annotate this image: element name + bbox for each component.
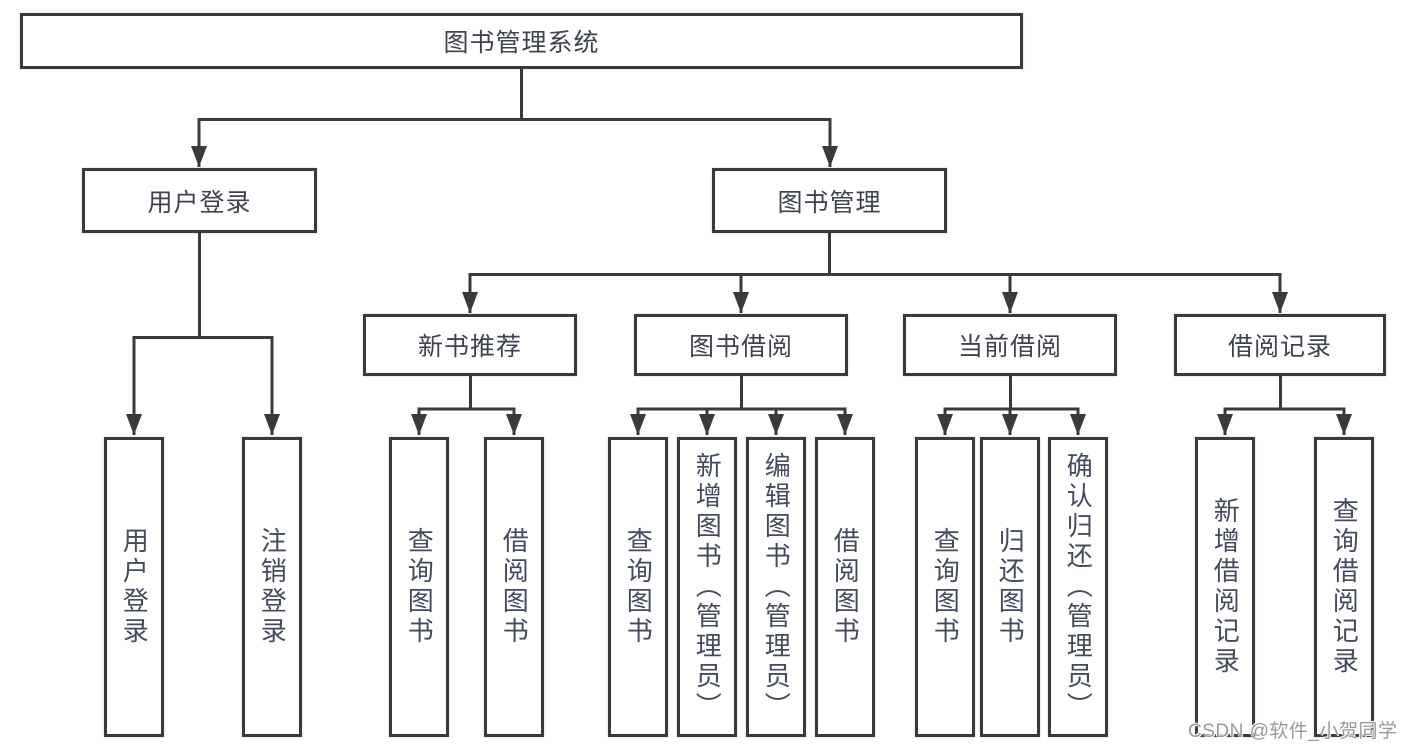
leaf-return-book: 归还图书 [980, 437, 1040, 737]
leaf-logout-label: 注销登录 [257, 527, 288, 647]
node-new-book-recommend-label: 新书推荐 [417, 333, 522, 361]
node-new-book-recommend: 新书推荐 [363, 314, 577, 376]
edges-borrow-records-children [1217, 374, 1352, 435]
leaf-borrow-books-recommend-label: 借阅图书 [499, 527, 530, 647]
leaf-query-books-recommend: 查询图书 [389, 437, 449, 737]
leaf-query-borrow-record: 查询借阅记录 [1314, 437, 1374, 737]
edges-new-book-recommend-children [411, 374, 522, 435]
leaf-query-books-current: 查询图书 [915, 437, 975, 737]
leaf-borrow-books-recommend: 借阅图书 [484, 437, 544, 737]
leaf-return-book-label: 归还图书 [995, 527, 1026, 647]
node-root-label: 图书管理系统 [443, 29, 600, 57]
edges-book-borrow-children [630, 374, 853, 435]
leaf-edit-book-admin-label: 编辑图书（管理员） [761, 452, 792, 722]
leaf-add-borrow-record-label: 新增借阅记录 [1210, 497, 1241, 677]
node-user-login-label: 用户登录 [147, 188, 252, 217]
leaf-edit-book-admin: 编辑图书（管理员） [746, 437, 806, 737]
leaf-confirm-return-admin: 确认归还（管理员） [1048, 437, 1108, 737]
node-borrow-records-label: 借阅记录 [1227, 333, 1332, 361]
node-user-login: 用户登录 [82, 168, 317, 233]
leaf-logout: 注销登录 [242, 437, 302, 737]
node-current-borrow-label: 当前借阅 [957, 333, 1062, 361]
edges-user-login-children [126, 231, 280, 435]
leaf-user-login: 用户登录 [104, 437, 164, 737]
edges-current-borrow-children [937, 374, 1086, 435]
leaf-query-books-borrow-label: 查询图书 [623, 527, 654, 647]
leaf-query-books-current-label: 查询图书 [930, 527, 961, 647]
node-root: 图书管理系统 [20, 13, 1023, 69]
node-book-management: 图书管理 [712, 168, 947, 233]
leaf-query-books-borrow: 查询图书 [608, 437, 668, 737]
leaf-add-book-admin-label: 新增图书（管理员） [692, 452, 723, 722]
leaf-query-borrow-record-label: 查询借阅记录 [1329, 497, 1360, 677]
leaf-add-borrow-record: 新增借阅记录 [1195, 437, 1255, 737]
node-book-management-label: 图书管理 [777, 188, 882, 217]
leaf-borrow-books-label: 借阅图书 [830, 527, 861, 647]
edges-book-management-children [462, 231, 1288, 313]
edges-root-to-level2 [191, 67, 838, 167]
node-book-borrow: 图书借阅 [634, 314, 848, 376]
leaf-user-login-label: 用户登录 [119, 527, 150, 647]
csdn-watermark: CSDN @软件_小贺同学 [1188, 721, 1398, 742]
leaf-add-book-admin: 新增图书（管理员） [677, 437, 737, 737]
node-book-borrow-label: 图书借阅 [688, 333, 793, 361]
node-borrow-records: 借阅记录 [1174, 314, 1386, 376]
leaf-query-books-recommend-label: 查询图书 [404, 527, 435, 647]
node-current-borrow: 当前借阅 [903, 314, 1117, 376]
leaf-confirm-return-admin-label: 确认归还（管理员） [1063, 452, 1094, 722]
leaf-borrow-books: 借阅图书 [815, 437, 875, 737]
